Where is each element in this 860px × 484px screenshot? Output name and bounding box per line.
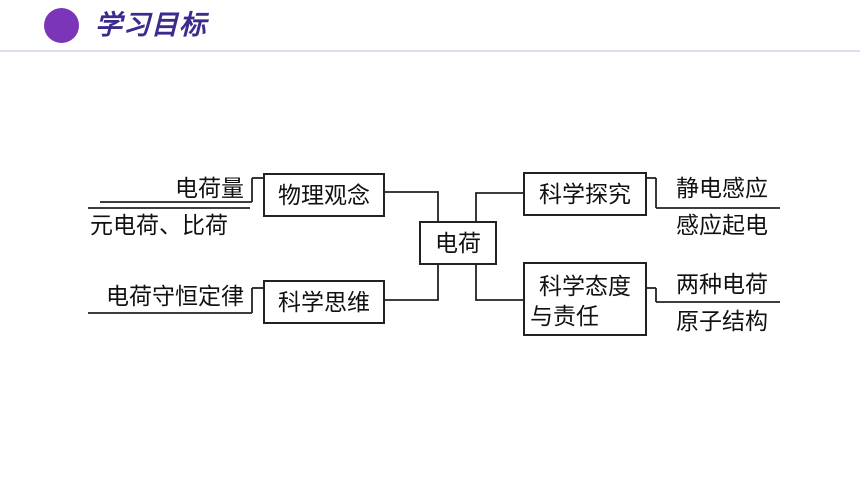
center-label: 电荷 <box>435 231 481 257</box>
scientific-thinking-label: 科学思维 <box>278 290 370 316</box>
scientific-inquiry-label: 科学探究 <box>539 182 631 208</box>
attitude-label-line1: 科学态度 <box>539 274 631 300</box>
bullet-circle-icon <box>44 8 79 43</box>
section-header: 学习目标 <box>0 0 860 52</box>
scientific-inquiry-item: 静电感应 <box>676 176 768 202</box>
physics-view-item: 元电荷、比荷 <box>90 213 228 239</box>
scientific-inquiry-box <box>523 172 647 216</box>
scientific-thinking-item: 电荷守恒定律 <box>106 284 244 310</box>
section-title: 学习目标 <box>95 10 207 41</box>
physics-view-item: 电荷量 <box>175 176 244 202</box>
connector-center-to-inquiry <box>475 192 524 222</box>
physics-view-box <box>263 173 385 217</box>
attitude-item: 两种电荷 <box>676 272 768 298</box>
physics-view-label: 物理观念 <box>278 183 370 209</box>
attitude-box <box>523 262 647 336</box>
attitude-item: 原子结构 <box>676 309 768 335</box>
connector-center-to-attitude <box>475 264 524 301</box>
center-box <box>419 221 497 265</box>
connector-physics-to-center <box>384 191 439 222</box>
attitude-label-line2: 与责任 <box>530 304 599 330</box>
scientific-thinking-box <box>263 280 385 324</box>
connector-thinking-to-center <box>384 264 439 301</box>
connector-lines <box>88 177 780 314</box>
header-divider <box>0 50 860 52</box>
scientific-inquiry-item: 感应起电 <box>676 213 768 239</box>
